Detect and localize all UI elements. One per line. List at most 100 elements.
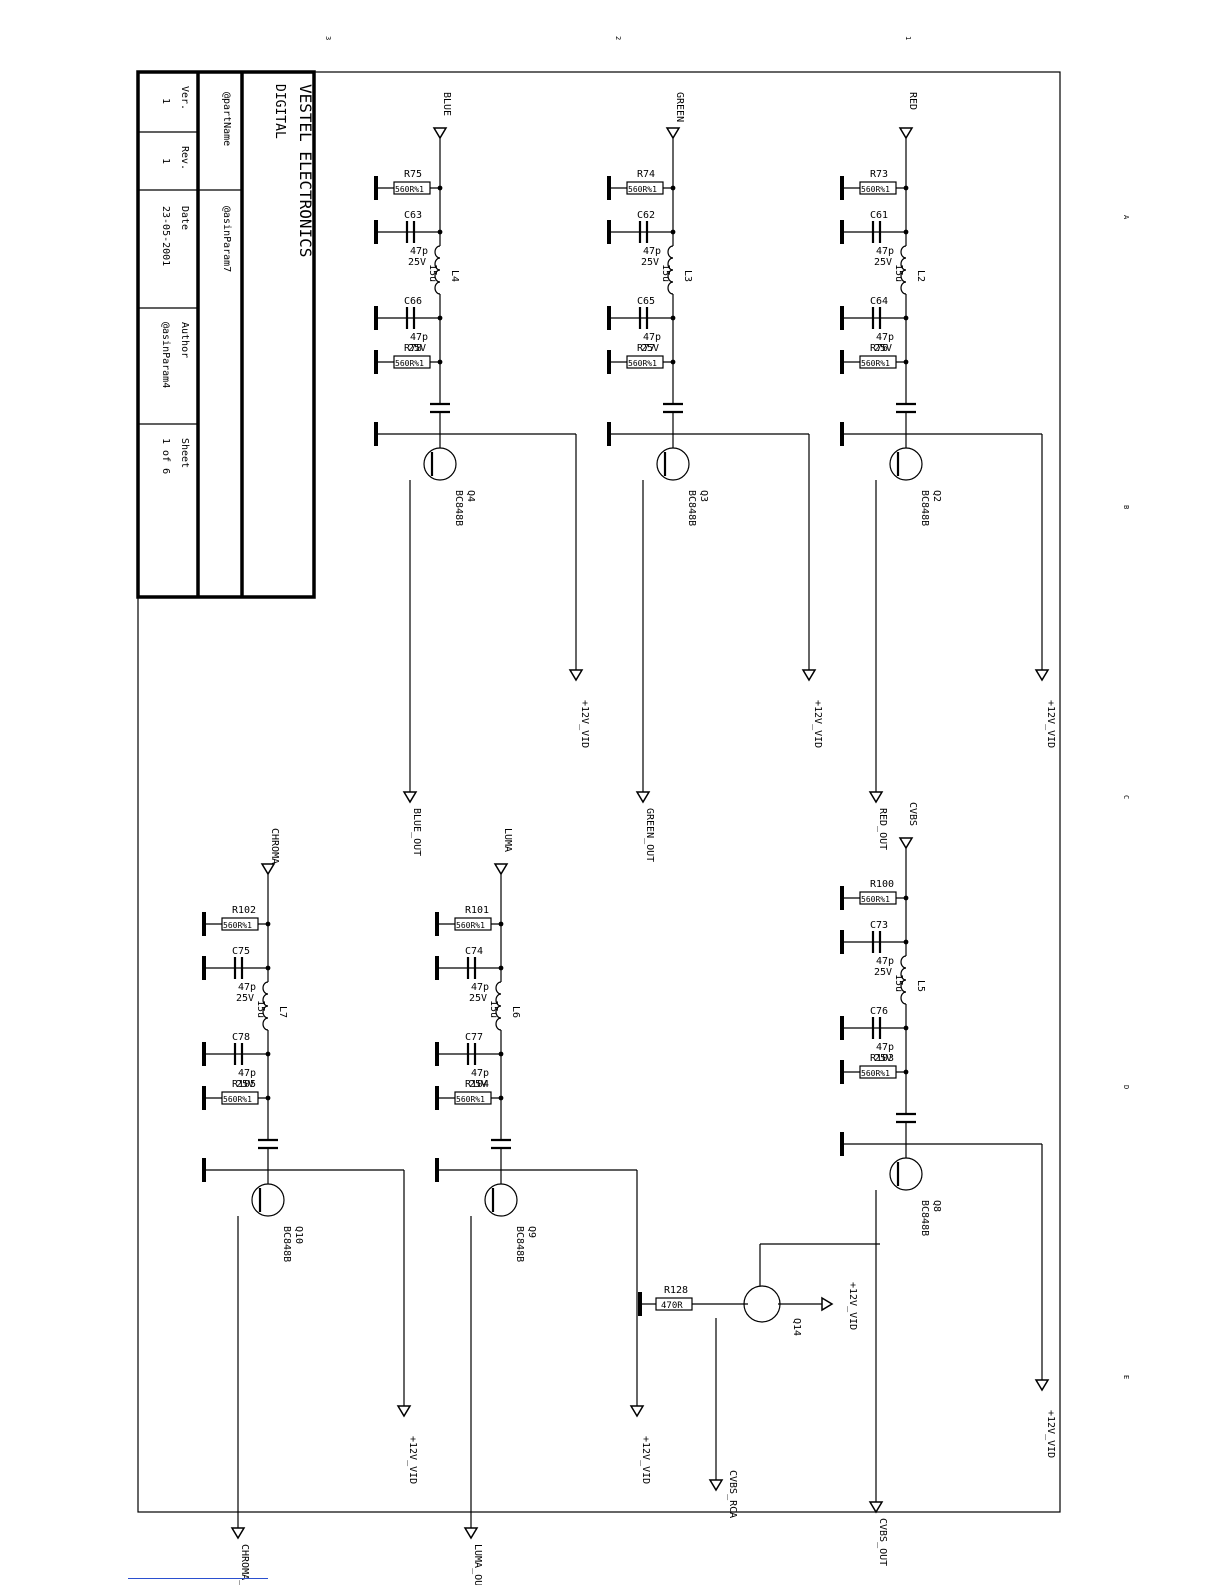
junction-dot (437, 229, 443, 235)
ver-value: 1 (160, 98, 171, 104)
value-label: 560R%1 (223, 921, 252, 930)
value-label: 560R%1 (456, 1095, 485, 1104)
ref-label: L6 (510, 1006, 521, 1018)
cvbs-rca-buffer: R128 470R Q14 +12V_VID CVBS_RCA (638, 1243, 880, 1518)
junction-dot (498, 1051, 504, 1057)
date-label: Date (179, 206, 190, 230)
output-pin (635, 791, 651, 804)
transistor-q14-body (743, 1285, 781, 1323)
junction-dot (670, 185, 676, 191)
transistor-label: Q2 (931, 490, 942, 502)
input-label: GREEN (674, 92, 685, 122)
rev-label: Rev. (179, 146, 190, 170)
resistor-r73 (859, 181, 897, 195)
value-label: 25V (408, 257, 426, 268)
value-label: 25V (408, 343, 426, 354)
ref-label: R104 (465, 1079, 489, 1090)
junction-dot (903, 359, 909, 365)
value-label: 560R%1 (628, 359, 657, 368)
resistor-r74 (626, 181, 664, 195)
value-label: 560R%1 (861, 895, 890, 904)
value-label: 25V (874, 343, 892, 354)
ref-label: R75 (404, 169, 422, 180)
resistor-r77 (626, 355, 664, 369)
resistor-r75 (393, 181, 431, 195)
resistor-r102 (221, 917, 259, 931)
supply-pin (1034, 669, 1050, 682)
zone-marker: 2 (614, 36, 622, 40)
junction-dot (903, 1025, 909, 1031)
ref-label: R128 (664, 1285, 688, 1296)
output-label: LUMA_OUT (472, 1544, 483, 1585)
ref-label: C61 (870, 210, 888, 221)
ref-label: R76 (870, 343, 888, 354)
value-label: 560R%1 (456, 921, 485, 930)
input-pin (665, 127, 681, 140)
sheet-value: 1 of 6 (160, 438, 171, 474)
output-label: CHROMA_OUT (239, 1544, 250, 1585)
supply-pin (568, 669, 584, 682)
supply-label: +12V_VID (407, 1436, 418, 1484)
footer-link-line (128, 1578, 268, 1579)
value-label: 47p (238, 982, 256, 993)
value-label: 47p (876, 246, 894, 257)
section-luma: LUMAL615uR101560R%1C7447p25VC7747p25VR10… (435, 828, 651, 1585)
zone-marker: B (1122, 505, 1130, 509)
ref-label: R105 (232, 1079, 256, 1090)
transistor-label: Q4 (465, 490, 476, 502)
zone-marker: A (1122, 215, 1130, 220)
transistor-label: Q10 (293, 1226, 304, 1244)
author-value: @asinParam4 (160, 322, 171, 388)
value-label: 15u (255, 1000, 266, 1018)
input-label: CHROMA (269, 828, 280, 864)
value-label: 25V (236, 993, 254, 1004)
output-pin (463, 1527, 479, 1540)
title-block: VESTEL ELECTRONICS DIGITAL @partName @as… (136, 70, 316, 599)
junction-dot (437, 185, 443, 191)
output-label: CVBS_OUT (877, 1518, 888, 1566)
value-label: 25V (641, 257, 659, 268)
inductor-l3 (667, 245, 674, 295)
junction-dot (265, 965, 271, 971)
transistor-q9-body (484, 1183, 518, 1217)
ref-label: C63 (404, 210, 422, 221)
transistor-label: Q9 (526, 1226, 537, 1238)
output-pin (868, 791, 884, 804)
resistor-r128 (655, 1297, 693, 1311)
ref-label: C64 (870, 296, 888, 307)
param7-field: @asinParam7 (221, 206, 232, 272)
resistor-r76 (859, 355, 897, 369)
zone-marker: E (1122, 1375, 1130, 1379)
supply-label: +12V_VID (640, 1436, 651, 1484)
transistor-q2-body (889, 447, 923, 481)
ref-label: L7 (277, 1006, 288, 1018)
transistor-q4-body (423, 447, 457, 481)
junction-dot (903, 939, 909, 945)
resistor-r100 (859, 891, 897, 905)
value-label: 47p (876, 1042, 894, 1053)
input-label: RED (907, 92, 918, 110)
value-label: 47p (643, 246, 661, 257)
transistor-label: BC848B (686, 490, 697, 526)
company-name: VESTEL ELECTRONICS (296, 84, 315, 257)
ref-label: C66 (404, 296, 422, 307)
resistor-r104 (454, 1091, 492, 1105)
resistor-r105 (221, 1091, 259, 1105)
supply-label: +12V_VID (812, 700, 823, 748)
division-name: DIGITAL (272, 84, 287, 139)
transistor-q10-body (251, 1183, 285, 1217)
input-label: BLUE (441, 92, 452, 116)
value-label: 25V (874, 967, 892, 978)
ref-label: L3 (682, 270, 693, 282)
value-label: 25V (236, 1079, 254, 1090)
ref-label: C62 (637, 210, 655, 221)
resistor-r103 (859, 1065, 897, 1079)
junction-dot (670, 229, 676, 235)
output-pin (868, 1501, 884, 1514)
value-label: 15u (893, 974, 904, 992)
value-label: 560R%1 (861, 1069, 890, 1078)
value-label: 47p (410, 246, 428, 257)
output-pin (230, 1527, 246, 1540)
input-label: CVBS (907, 802, 918, 826)
zone-marker: C (1122, 795, 1130, 799)
